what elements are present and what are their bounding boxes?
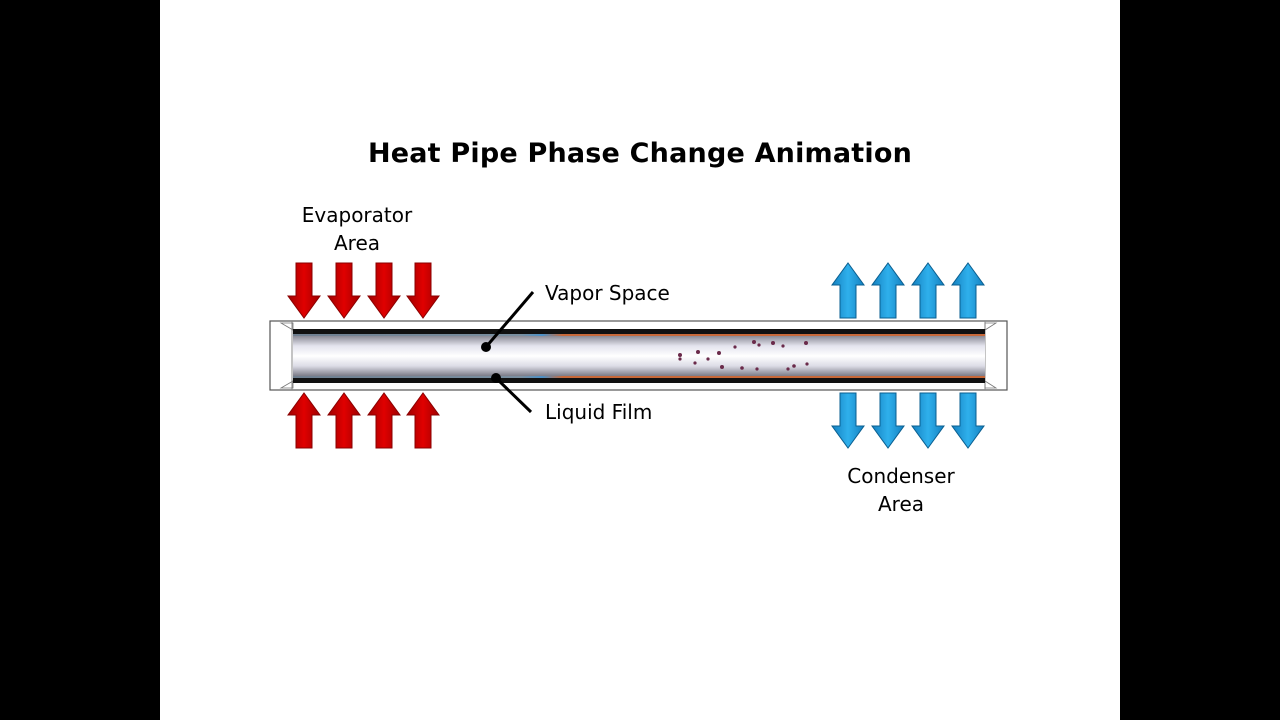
leader-dot-icon [481,342,491,352]
arrow-blue-icon [871,262,905,319]
arrow-blue-icon [911,262,945,319]
arrow-red-icon [287,262,321,319]
arrow-blue-icon [951,392,985,449]
diagram-title: Heat Pipe Phase Change Animation [367,138,913,169]
pipe-wall-bottom [293,376,985,383]
arrow-red-icon [406,392,440,449]
vapor-space-label: Vapor Space [545,281,670,305]
condenser-label: Condenser Area [826,462,976,518]
vapor-particles [678,340,809,371]
evaporator-arrows-top [287,262,440,319]
vapor-space-pointer [481,291,535,352]
evaporator-arrows-bottom [287,392,440,449]
pipe-wall-top [293,329,985,336]
condenser-label-line2: Area [877,492,925,516]
arrow-red-icon [287,392,321,449]
evaporator-label: Evaporator Area [282,201,432,257]
vapor-space [293,336,985,376]
arrow-red-icon [367,262,401,319]
arrow-blue-icon [831,392,865,449]
leader-dot-icon [491,373,501,383]
condenser-arrows-bottom [831,392,985,449]
evaporator-label-line2: Area [333,231,381,255]
condenser-label-line1: Condenser [847,464,955,488]
liquid-film-label: Liquid Film [545,400,653,424]
arrow-red-icon [327,262,361,319]
arrow-blue-icon [831,262,865,319]
liquid-film-pointer [491,373,533,414]
arrow-blue-icon [911,392,945,449]
condenser-arrows-top [831,262,985,319]
arrow-blue-icon [951,262,985,319]
arrow-red-icon [406,262,440,319]
arrow-red-icon [367,392,401,449]
arrow-red-icon [327,392,361,449]
arrow-blue-icon [871,392,905,449]
evaporator-label-line1: Evaporator [301,203,413,227]
